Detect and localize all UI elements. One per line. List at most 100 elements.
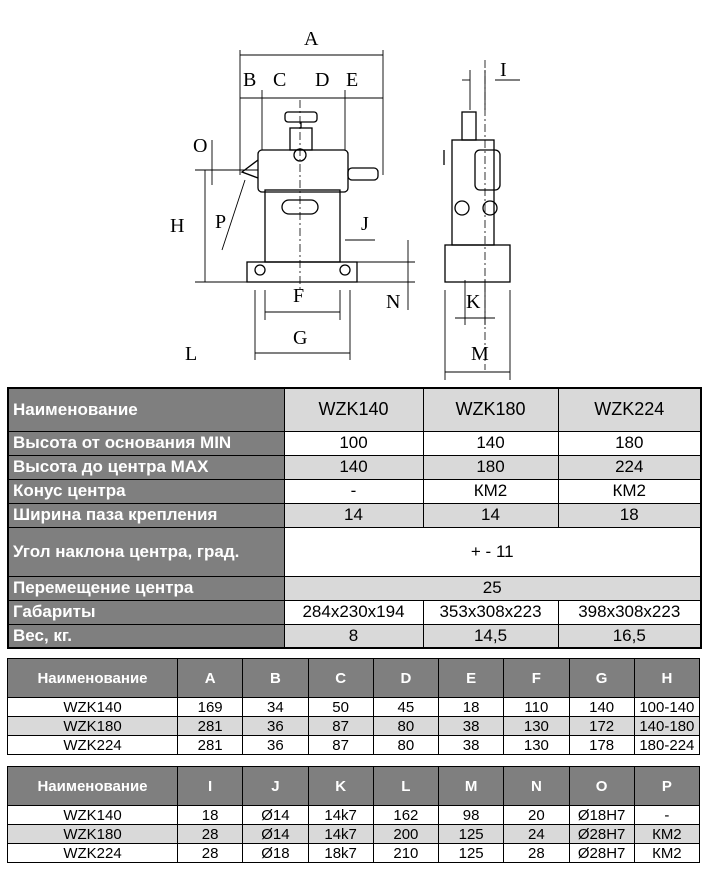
column-header: E [437,658,505,698]
dim-label-o: O [193,135,207,157]
column-header: O [568,766,635,806]
cell: 16,5 [557,623,702,649]
cell: КМ2 [633,843,701,863]
cell: 36 [242,716,309,736]
dim-label-c: C [273,69,286,91]
cell: 100 [283,430,424,456]
cell: 14,5 [422,623,559,649]
cell: 18 [437,697,505,717]
cell: WZK180 [7,716,178,736]
cell: 353x308x223 [422,599,559,625]
header-model: WZK140 [283,387,424,432]
column-header: F [503,658,570,698]
cell: 28 [176,824,244,844]
cell: 18k7 [307,843,374,863]
column-header: N [503,766,570,806]
cell: 281 [176,716,244,736]
column-header: H [633,658,701,698]
column-header: P [633,766,701,806]
dim-label-b: B [243,69,256,91]
cell: Ø14 [242,824,309,844]
dim-label-n: N [386,291,400,313]
cell: 80 [372,735,440,755]
cell: КМ2 [557,478,702,504]
dim-label-d: D [315,69,329,91]
side-view [443,60,511,370]
dim-label-j: J [361,213,369,235]
cell: WZK140 [7,697,178,717]
cell: 110 [503,697,570,717]
header-name: Наименование [7,387,285,432]
row-label: Высота до центра MAX [7,454,285,480]
cell: 36 [242,735,309,755]
cell: WZK140 [7,805,178,825]
header-model: WZK180 [422,387,559,432]
cell: 210 [372,843,440,863]
dim-label-m: M [471,343,489,365]
column-header: G [568,658,635,698]
cell: 87 [307,716,374,736]
column-header: M [437,766,505,806]
column-header: A [176,658,244,698]
table-row: Угол наклона центра, град.+ - 11 [7,526,702,577]
cell: 281 [176,735,244,755]
dim-label-f: F [293,285,304,307]
dim-label-g: G [293,327,307,349]
cell: 130 [503,735,570,755]
cell: 200 [372,824,440,844]
dim-label-p: P [215,211,226,233]
cell: 50 [307,697,374,717]
cell: 14k7 [307,805,374,825]
row-label: Ширина паза крепления [7,502,285,528]
cell: 28 [176,843,244,863]
cell: WZK180 [7,824,178,844]
cell: 80 [372,716,440,736]
cell: 34 [242,697,309,717]
dim-label-l: L [185,343,197,365]
dim-label-h: H [170,215,184,237]
dim-label-i: I [500,59,507,81]
row-label: Вес, кг. [7,623,285,649]
cell: 20 [503,805,570,825]
cell: 398x308x223 [557,599,702,625]
cell: 14 [283,502,424,528]
row-label: Угол наклона центра, град. [7,526,285,577]
cell: 8 [283,623,424,649]
cell: 172 [568,716,635,736]
column-header: D [372,658,440,698]
cell: 18 [176,805,244,825]
cell: Ø28H7 [568,824,635,844]
cell: WZK224 [7,735,178,755]
cell: 140 [283,454,424,480]
row-label: Конус центра [7,478,285,504]
cell: 28 [503,843,570,863]
cell: 38 [437,735,505,755]
column-header: C [307,658,374,698]
dim-label-a: A [304,28,319,50]
dim-label-e: E [346,69,358,91]
cell: 14 [422,502,559,528]
cell: WZK224 [7,843,178,863]
cell: Ø18H7 [568,805,635,825]
cell: 18 [557,502,702,528]
cell: + - 11 [283,526,702,577]
cell: 125 [437,843,505,863]
front-view [240,100,379,290]
cell: 14k7 [307,824,374,844]
cell: 162 [372,805,440,825]
cell: Ø28H7 [568,843,635,863]
